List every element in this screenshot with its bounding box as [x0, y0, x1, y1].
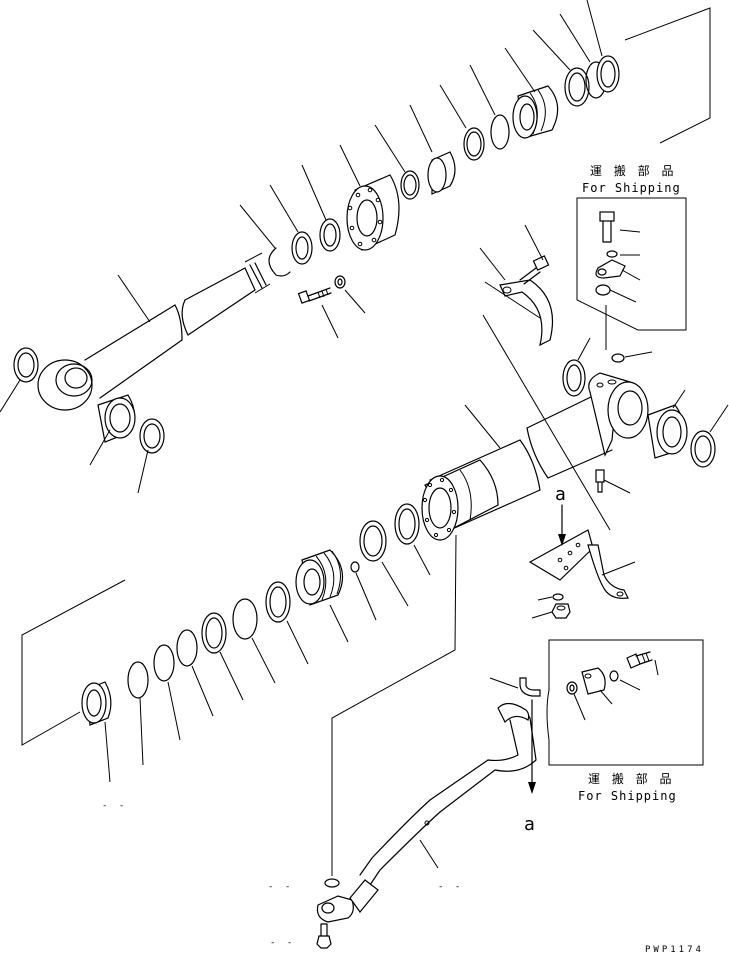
tube-end-dust-seal-left: [562, 337, 591, 397]
cylinder-tube: [421, 372, 649, 541]
pipe-flange: [316, 879, 379, 923]
shipping-box-upper-title-jp: 運 搬 部 品: [590, 163, 677, 178]
ring-b: [564, 67, 590, 107]
pipe-bracket-lower: [528, 529, 636, 599]
rod-eye-bushing: [97, 394, 136, 443]
ring-1: [291, 231, 313, 265]
piston-bolt: [350, 561, 377, 621]
seal-a: [400, 170, 420, 200]
grease-fitting: [595, 469, 631, 494]
small-dash-2: - -: [268, 882, 293, 892]
tube-boss-plug: [605, 305, 653, 363]
head-bolt: [297, 287, 332, 304]
tube-end-bushing: [647, 389, 688, 459]
nut-collar: [81, 681, 112, 783]
head-washer: [334, 275, 346, 289]
wear-ring-a: [232, 598, 276, 684]
cushion-ring: [265, 581, 309, 665]
drawing-code: PWP1174: [645, 945, 704, 954]
rod-eye-dust-seal-left: [13, 347, 39, 383]
wear-ring-b: [201, 612, 244, 701]
bushing-a: [427, 151, 456, 195]
small-dash-4: - -: [438, 882, 463, 892]
piston-rod: [37, 252, 271, 411]
bracket-nut: [531, 603, 571, 619]
flange-o-ring: [324, 878, 340, 888]
ring-d: [596, 55, 620, 93]
view-ref-a-upper: a: [555, 484, 566, 505]
shipping-box-upper: 運 搬 部 品 For Shipping: [576, 163, 687, 331]
leader-lines-upper: [0, 0, 603, 494]
packing: [512, 85, 559, 139]
elbow-fitting: [489, 677, 541, 697]
seal-b: [463, 127, 485, 161]
ring-2: [319, 218, 341, 252]
hydraulic-pipe: [359, 702, 537, 886]
o-ring-a: [490, 114, 510, 150]
view-arrow-a-upper: a: [555, 484, 566, 546]
bracket-washer: [537, 593, 564, 601]
cylinder-head: [346, 174, 400, 251]
piston-seal-outer: [394, 503, 431, 576]
small-dash-3: - -: [270, 938, 295, 948]
shipping-box-upper-title-en: For Shipping: [582, 181, 681, 195]
backup-ring: [176, 629, 214, 717]
small-dash-1: - -: [102, 801, 127, 811]
backup-ring-b: [127, 661, 149, 766]
view-ref-a-lower: a: [524, 814, 535, 835]
flange-bolt: [316, 923, 332, 949]
snap-ring: [268, 247, 291, 277]
piston: [295, 549, 349, 643]
shipping-box-lower: 運 搬 部 品 For Shipping: [546, 639, 704, 803]
piston-ring: [359, 520, 409, 607]
shipping-box-lower-title-en: For Shipping: [578, 789, 677, 803]
tube-end-dust-seal-right: [690, 404, 729, 468]
view-arrow-a-lower: a: [524, 699, 536, 835]
o-ring-b: [153, 644, 181, 741]
shipping-box-lower-title-jp: 運 搬 部 品: [588, 771, 675, 786]
rod-eye-dust-seal-right: [139, 418, 165, 454]
pipe-clamp-upper: [479, 224, 554, 347]
